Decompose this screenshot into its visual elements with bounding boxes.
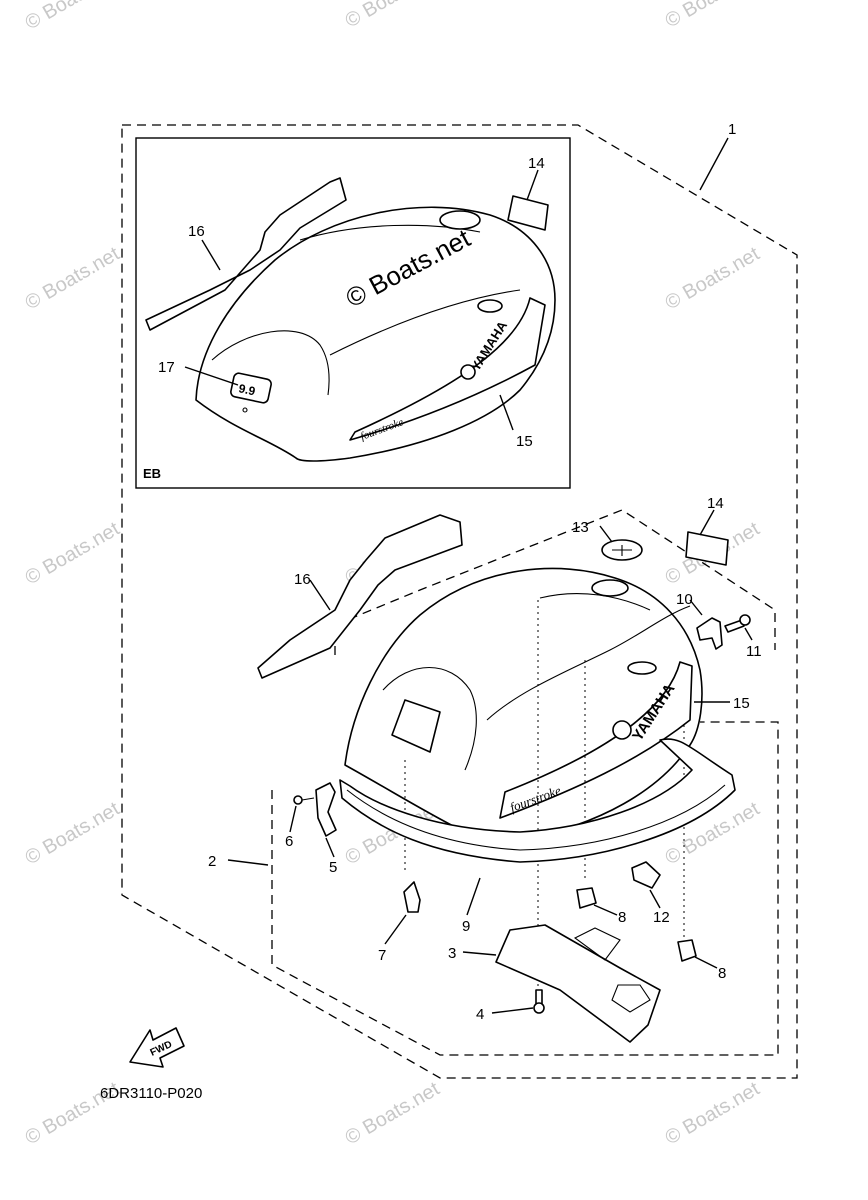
leader-10 [689,599,703,616]
cowling-crease [382,667,477,771]
callout-6: 6 [285,833,293,850]
leader-17 [184,366,239,386]
leader-5 [325,837,335,858]
callout-14: 14 [528,155,545,172]
watermark: © Boats.net [22,518,124,590]
callout-15: 15 [516,433,533,450]
callout-8: 8 [718,965,726,982]
watermark: © Boats.net [22,0,124,34]
callout-7: 7 [378,947,386,964]
hook-5 [315,782,337,837]
watermark: © Boats.net [342,0,444,32]
bolt-11 [724,619,745,633]
callout-1: 1 [728,121,736,138]
inset-eb-panel: EB YAMAHA fourstroke 9.9 © Boats.net [135,137,571,489]
callout-12: 12 [653,909,670,926]
leader-12 [649,889,661,909]
model-decal-text: 9.9 [237,381,257,398]
yamaha-logo [612,720,632,740]
screw-4-head [533,1002,545,1014]
leader-lines [184,137,753,1014]
fwd-arrow: FWD [129,1027,185,1068]
bolt-11-head [739,614,751,626]
bottom-support-detail [573,927,651,1013]
leader-16b [309,579,331,611]
hole-inset [242,407,248,413]
leader-8b [694,956,718,969]
leader-7 [384,914,407,945]
callout-5: 5 [329,859,337,876]
callout-3: 3 [448,945,456,962]
watermark: © Boats.net [662,1078,764,1150]
leader-8a [593,904,618,916]
side-decal-15-inset [349,297,546,441]
callout-4: 4 [476,1006,484,1023]
top-vent [591,579,629,597]
side-decal-15 [499,661,693,819]
callout-17: 17 [158,359,175,376]
assembly-outline [121,124,798,1079]
cowling-subassembly-outline [334,509,776,655]
decal-14-inset [507,195,549,231]
side-decal-16 [257,514,463,679]
leader-14b [699,509,715,536]
fwd-arrow-icon [129,1027,185,1068]
damper-8-a [576,887,597,909]
vent-inset [477,299,503,313]
bottom-support-3 [495,924,661,1043]
callout-11: 11 [746,643,762,660]
callout-15: 15 [733,695,750,712]
watermark: © Boats.net [22,243,124,315]
side-vent [627,661,657,675]
clip-7 [403,881,421,913]
seal-gasket-inner [346,784,726,851]
cowling-crease-inset [211,330,330,396]
callout-13: 13 [572,519,589,536]
emblem-mark [612,545,632,556]
leader-15a [499,394,514,431]
callout-9: 9 [462,918,470,935]
emblem-inset [439,210,481,230]
cowling-crease [486,605,691,721]
watermark: © Boats.net [342,1078,444,1150]
damper-8-b [677,939,697,962]
plate-12 [631,861,661,889]
callout-14: 14 [707,495,724,512]
callout-2: 2 [208,853,216,870]
callout-16: 16 [188,223,205,240]
main-exploded-view: YAMAHA fourstroke [257,509,779,1056]
leader-3 [462,951,497,956]
leader-14a [526,169,539,201]
leader-1 [699,137,729,191]
leader-16a [201,239,221,271]
watermark: © Boats.net [22,798,124,870]
callout-10: 10 [676,591,693,608]
diagram-code: 6DR3110-P020 [100,1085,202,1102]
screw-6-shank [301,797,315,801]
leader-9 [466,877,481,916]
watermark: © Boats.net [662,0,764,32]
model-decal-17 [230,372,272,404]
callout-16: 16 [294,571,311,588]
decal-14 [685,531,729,566]
screw-6 [293,795,303,805]
side-decal-16-inset [145,177,347,331]
air-vent-window [391,699,441,753]
callout-8: 8 [618,909,626,926]
cowling-crease-inset [329,289,521,356]
watermark: © Boats.net [662,243,764,315]
leader-6 [289,805,297,833]
leader-4 [491,1007,534,1014]
leader-13 [599,525,613,543]
leader-2 [227,859,269,866]
leader-11 [744,627,753,641]
callout-labels: 1 14 16 17 15 14 13 16 10 11 15 2 6 5 7 … [158,121,762,1023]
hook-bracket-10 [696,617,723,650]
inset-label: EB [143,466,161,481]
yamaha-logo-inset [460,364,476,380]
